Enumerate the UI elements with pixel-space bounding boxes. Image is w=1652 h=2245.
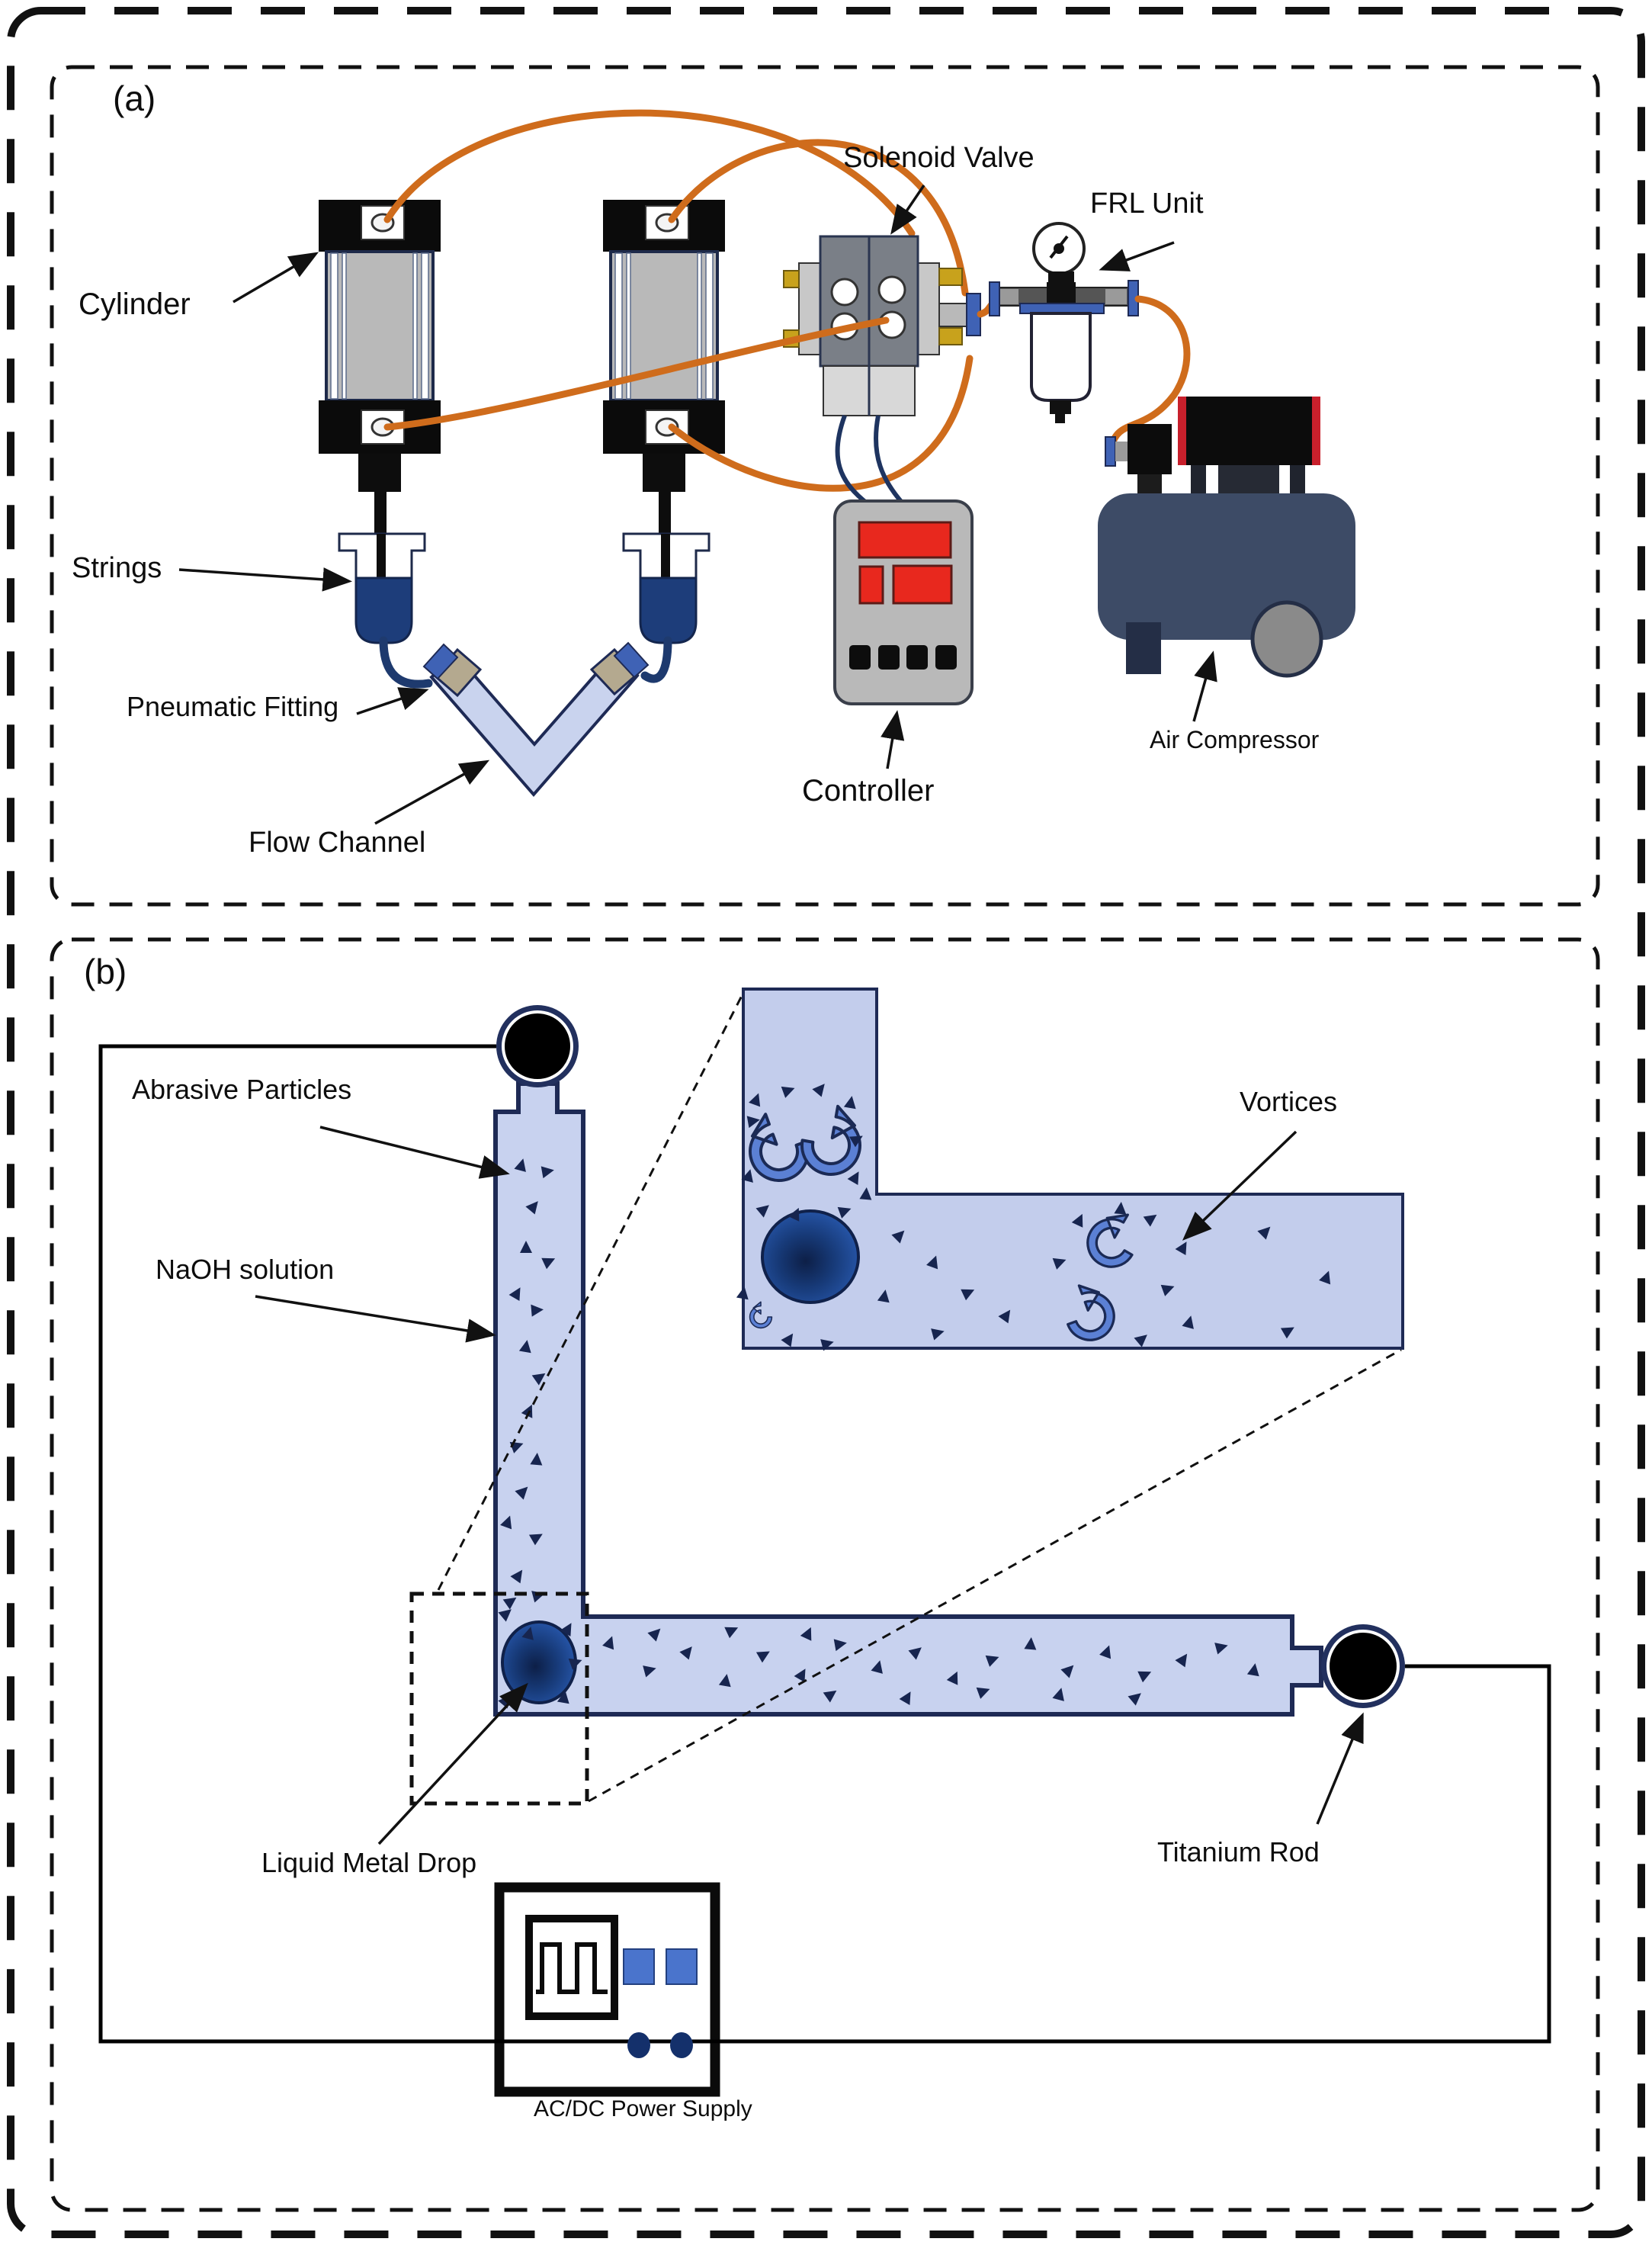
air-compressor xyxy=(1098,397,1355,678)
valve-port xyxy=(877,310,906,339)
controller-button xyxy=(878,645,900,670)
controller-button xyxy=(935,645,957,670)
solenoid-valve xyxy=(783,235,981,416)
panel-b-tag: (b) xyxy=(84,952,127,991)
label-flow-channel: Flow Channel xyxy=(249,827,426,859)
label-cylinder: Cylinder xyxy=(79,287,191,321)
air-tube-1 xyxy=(383,109,916,237)
label-pneumatic-fitting: Pneumatic Fitting xyxy=(127,691,339,722)
liquid-metal-drop xyxy=(501,1620,577,1704)
zoom-inset xyxy=(742,988,1404,1350)
compressor-inlet-block xyxy=(1128,424,1172,474)
valve-tab xyxy=(938,268,963,286)
controller-button xyxy=(906,645,928,670)
panel-a-tag: (a) xyxy=(113,79,156,118)
label-frl-unit: FRL Unit xyxy=(1090,188,1204,220)
label-solenoid-valve: Solenoid Valve xyxy=(843,142,1035,174)
frl-unit-arrow xyxy=(1099,241,1175,271)
psu-display-button xyxy=(666,1948,698,1985)
square-wave-icon xyxy=(536,1942,608,1994)
valve-tab xyxy=(783,270,800,288)
psu-display-button xyxy=(623,1948,655,1985)
outer-dashed-border xyxy=(7,7,1645,2238)
vortices-arrow xyxy=(1182,1130,1298,1241)
controller-arrow xyxy=(881,710,905,769)
fitting-cap-left xyxy=(422,643,459,680)
label-titanium-rod: Titanium Rod xyxy=(1157,1836,1320,1868)
frl-unit xyxy=(989,222,1139,423)
zoom-connector-line xyxy=(588,1348,1402,1803)
liquid-metal-drop-arrow xyxy=(377,1682,528,1845)
compressor-wheel xyxy=(1250,600,1323,678)
zoom-connector-line xyxy=(437,991,746,1591)
valve-tab xyxy=(938,327,963,345)
label-power-supply: AC/DC Power Supply xyxy=(534,2096,752,2121)
flow-channel-b xyxy=(493,1081,1323,1717)
valve-port xyxy=(877,275,906,304)
air-tube-3 xyxy=(383,316,890,431)
syringe-tube-left xyxy=(379,636,433,689)
top-electrode xyxy=(496,1005,579,1087)
label-naoh-solution: NaOH solution xyxy=(156,1254,335,1285)
compressor-motor xyxy=(1178,397,1320,465)
valve-port xyxy=(830,278,859,307)
label-strings: Strings xyxy=(72,552,162,584)
liquid-metal-drop-zoomed xyxy=(761,1209,860,1304)
label-liquid-metal-drop: Liquid Metal Drop xyxy=(261,1847,477,1878)
label-vortices: Vortices xyxy=(1240,1086,1338,1117)
strings-arrow xyxy=(178,567,352,592)
controller-display xyxy=(892,564,953,605)
label-controller: Controller xyxy=(802,774,935,808)
naoh-arrow xyxy=(255,1295,496,1343)
annotation-arrows xyxy=(178,185,1364,1845)
label-air-compressor: Air Compressor xyxy=(1150,726,1320,753)
flow-channel-arrow xyxy=(374,760,490,825)
titanium-rod xyxy=(1321,1624,1405,1708)
controller-wire xyxy=(835,414,871,507)
cylinder-arrow xyxy=(233,252,319,304)
air-compressor-arrow xyxy=(1192,650,1217,722)
controller xyxy=(833,499,974,705)
controller-display xyxy=(858,521,952,559)
power-supply-panel xyxy=(525,1915,698,2058)
air-tube-2 xyxy=(668,139,969,297)
solenoid-valve-arrow xyxy=(890,185,925,235)
abrasive-particles-arrow xyxy=(319,1126,510,1179)
electrical-wire xyxy=(98,1044,1551,2044)
psu-knob xyxy=(627,2032,650,2058)
psu-knob xyxy=(670,2032,693,2058)
filter-bowl xyxy=(1030,312,1092,402)
air-tube-4 xyxy=(668,355,974,492)
controller-display xyxy=(858,565,884,605)
syringe-tube-right xyxy=(640,636,672,683)
titanium-rod-arrow xyxy=(1316,1712,1364,1825)
label-abrasive-particles: Abrasive Particles xyxy=(132,1074,352,1105)
controller-button xyxy=(849,645,871,670)
panel-b-border xyxy=(50,937,1600,2212)
cylinder-right xyxy=(601,198,727,644)
zoom-region-box xyxy=(409,1591,589,1806)
air-tube-6 xyxy=(1108,295,1191,451)
controller-wire xyxy=(874,415,905,505)
fitting-cap-right xyxy=(613,641,650,679)
pneumatic-fitting-arrow xyxy=(356,687,429,715)
